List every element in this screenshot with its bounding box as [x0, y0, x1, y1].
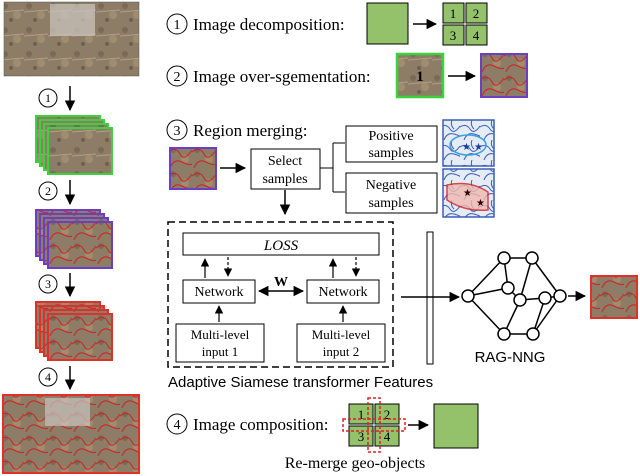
left-column: 1 2 3 4 [2, 1, 140, 474]
final-bright-patch [45, 398, 90, 426]
seam-vertical-dashed [367, 397, 381, 453]
left-step-1-circle [38, 88, 58, 108]
input2-line1: Multi-level [312, 327, 371, 342]
positive-sample-thumbnail: ★ ★ [442, 119, 495, 167]
graph-node [513, 293, 527, 307]
input1-line2: input 1 [202, 344, 238, 359]
oversegmented-image [480, 53, 528, 98]
composed-image-square [433, 403, 479, 449]
siamese-dashed-frame [167, 221, 394, 368]
input2-box [296, 323, 386, 363]
shared-weight-label: W [274, 275, 288, 290]
svg-text:★: ★ [463, 188, 472, 199]
siamese-network: LOSS Network Network W Multi-level input… [167, 221, 433, 391]
undivided-image-square [366, 2, 409, 45]
step-4-num: 4 [174, 418, 181, 433]
grid-label-2: 2 [473, 6, 480, 21]
step-2-circle [166, 65, 188, 87]
step-4-circle [166, 413, 188, 435]
green-tile-image [395, 52, 445, 99]
left-step-2-circle [38, 181, 58, 201]
input1-box [175, 323, 265, 363]
loss-box [182, 232, 380, 256]
rag-nng-graph: RAG-NNG [461, 251, 567, 366]
negative-samples-box [345, 172, 438, 214]
step-4-label: Image composition: [193, 415, 329, 434]
comp-grid-label-4: 4 [384, 429, 391, 444]
graph-node [497, 251, 511, 265]
step-3-label: Region merging: [193, 121, 307, 140]
comp-grid-label-1: 1 [358, 407, 365, 422]
siamese-caption: Adaptive Siamese transformer Features [168, 374, 433, 391]
graph-node [526, 327, 540, 341]
comp-grid-label-2: 2 [384, 407, 391, 422]
decomposed-grid: 1 2 3 4 [442, 2, 488, 46]
graph-node [501, 281, 515, 295]
network-left-label: Network [195, 285, 244, 300]
merged-tile-image [590, 275, 638, 319]
composition-caption: Re-merge geo-objects [285, 455, 426, 472]
grid-label-4: 4 [473, 28, 480, 43]
source-bright-patch [50, 4, 95, 36]
positive-samples-box [345, 125, 438, 163]
red-tile-stack [35, 301, 113, 361]
step-2-num: 2 [174, 70, 181, 85]
positive-samples-line2: samples [368, 146, 413, 161]
grid-label-1: 1 [450, 6, 457, 21]
select-samples-box [250, 148, 321, 190]
step-1-circle [166, 13, 188, 35]
feature-bar [426, 231, 434, 365]
step-3-num: 3 [174, 124, 181, 139]
loss-label: LOSS [263, 238, 299, 254]
comp-grid-label-3: 3 [358, 429, 365, 444]
tile-label-1: 1 [416, 69, 424, 85]
step-1-label: Image decomposition: [193, 15, 345, 34]
left-step-3-circle [38, 274, 58, 294]
merging-input-image [169, 147, 217, 190]
step-3-circle [166, 119, 188, 141]
select-samples-line2: samples [262, 172, 307, 187]
rag-nng-label: RAG-NNG [475, 349, 546, 366]
network-right-label: Network [319, 285, 368, 300]
step-1-row: 1 Image decomposition: 1 2 3 4 [166, 2, 488, 46]
step-3-row: 3 Region merging: Select samples Positiv… [166, 119, 495, 218]
graph-node [525, 251, 539, 265]
left-step-4-num: 4 [45, 370, 51, 384]
input2-line2: input 2 [323, 344, 359, 359]
purple-tile-stack [35, 209, 113, 269]
seam-horizontal-dashed [342, 418, 406, 432]
negative-samples-line1: Negative [366, 178, 417, 193]
grid-label-3: 3 [450, 28, 457, 43]
left-step-2-num: 2 [45, 184, 51, 198]
composition-grid: 1 2 3 4 [342, 397, 406, 453]
left-step-3-num: 3 [45, 277, 51, 291]
svg-text:★: ★ [474, 142, 483, 153]
step-1-num: 1 [174, 18, 181, 33]
graph-node [497, 327, 511, 341]
graph-node [461, 289, 475, 303]
left-step-4-circle [38, 367, 58, 387]
negative-sample-thumbnail: ★ ★ [442, 168, 495, 218]
positive-samples-line1: Positive [368, 129, 413, 144]
sample-split-bracket [320, 142, 345, 193]
green-tile-stack [35, 115, 113, 175]
step-2-row: 2 Image over-sgementation: 1 [166, 52, 528, 99]
graph-node [553, 289, 567, 303]
step-4-row: 4 Image composition: 1 2 3 4 Re-merge ge… [166, 397, 479, 472]
graph-node [538, 291, 552, 305]
svg-text:★: ★ [462, 142, 471, 153]
network-right-box [306, 279, 380, 304]
network-left-box [182, 279, 256, 304]
select-samples-line1: Select [268, 154, 302, 169]
left-step-1-num: 1 [45, 91, 51, 105]
input1-line1: Multi-level [191, 327, 250, 342]
step-2-label: Image over-sgementation: [193, 67, 371, 86]
svg-text:★: ★ [476, 198, 485, 209]
negative-samples-line2: samples [368, 196, 413, 211]
